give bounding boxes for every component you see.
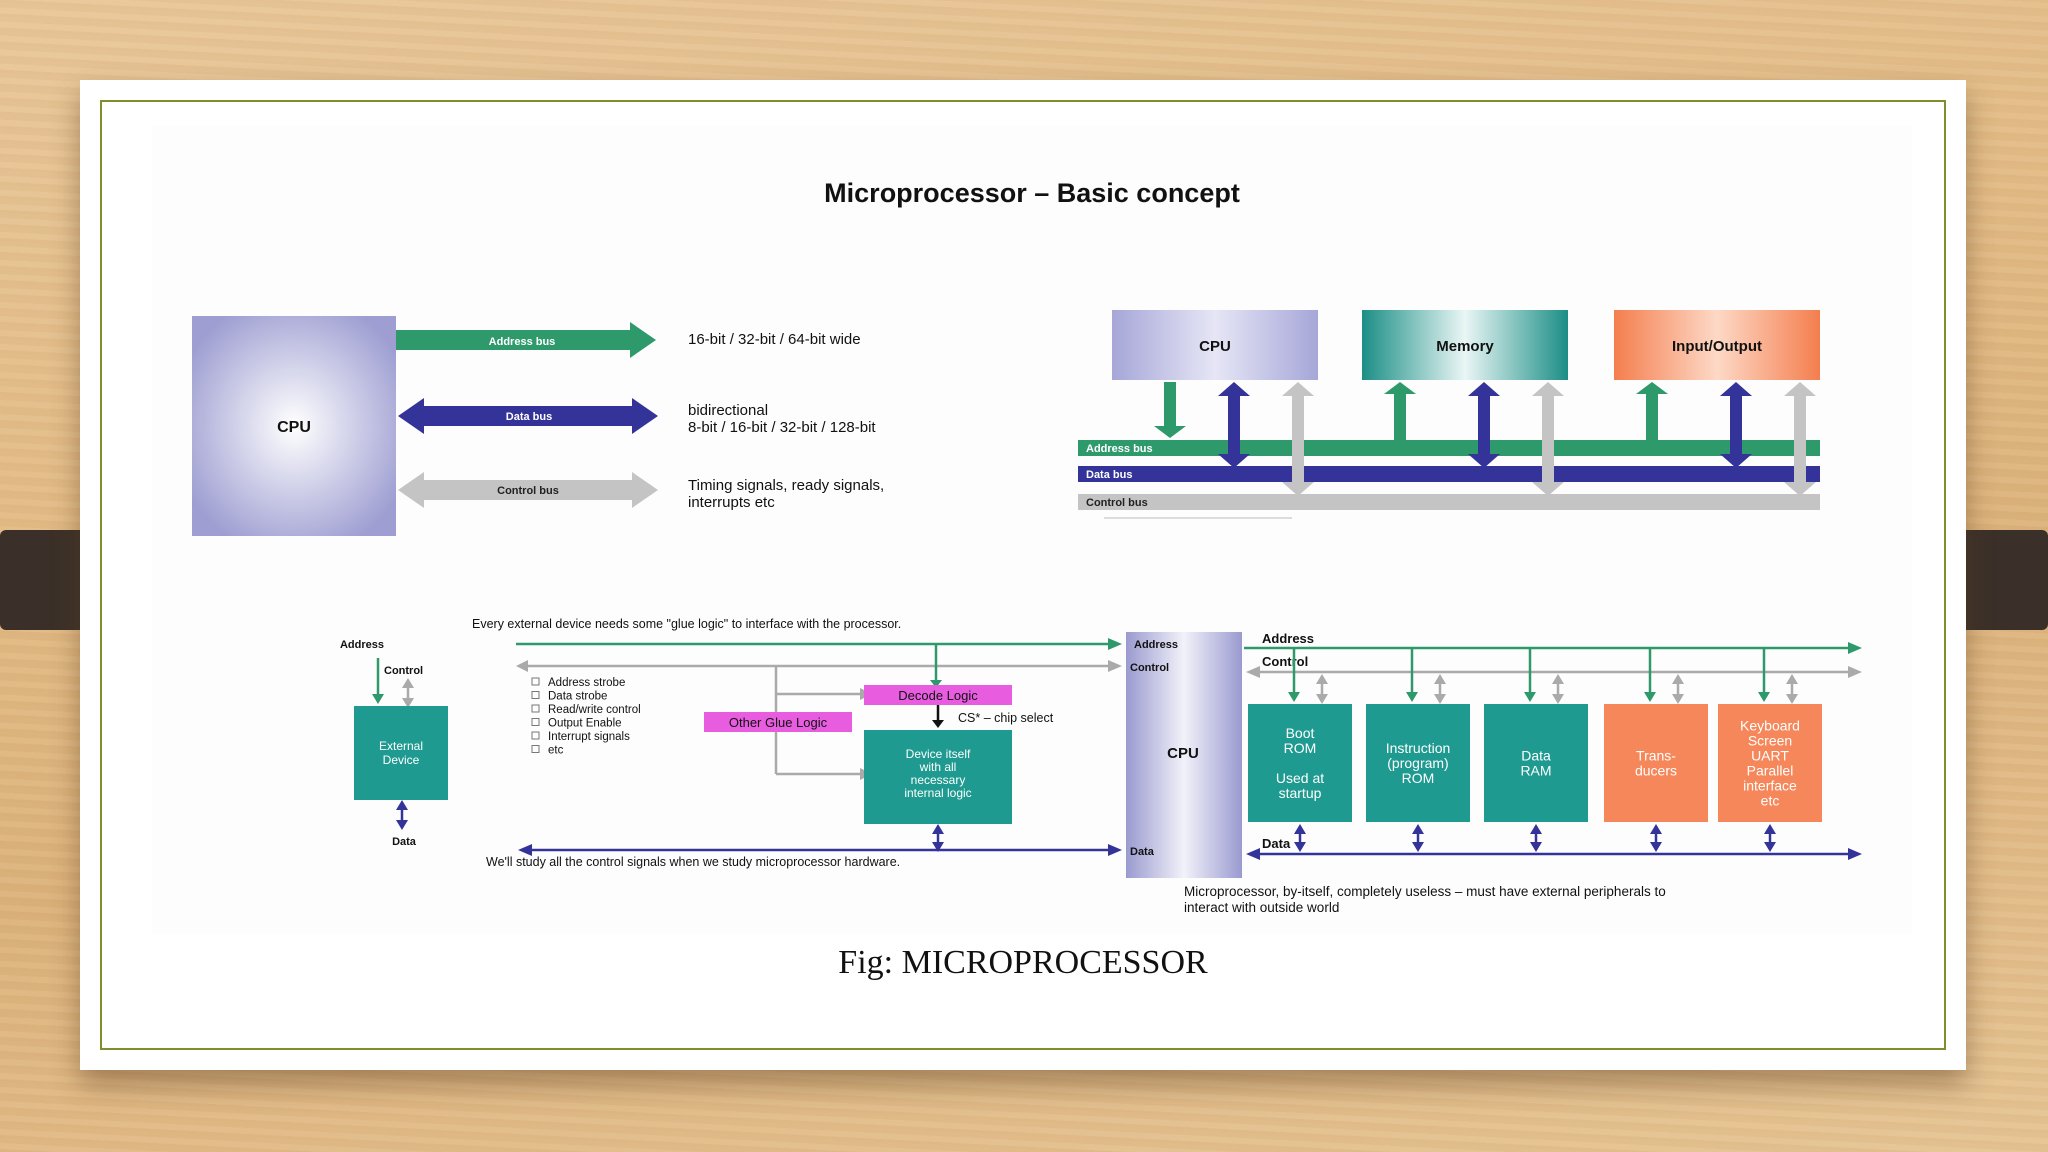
signal-checkbox bbox=[531, 731, 540, 740]
peripheral-label: Keyboard bbox=[1740, 718, 1800, 734]
address-bus-label: Address bus bbox=[489, 336, 556, 348]
peripheral-label: Boot bbox=[1286, 725, 1315, 741]
peripheral-label: RAM bbox=[1520, 763, 1551, 779]
bottom-cpu-label: CPU bbox=[1167, 745, 1199, 762]
sys-control-bus bbox=[1078, 494, 1820, 510]
ext-address-label: Address bbox=[340, 639, 384, 651]
signal-item: Address strobe bbox=[548, 677, 625, 689]
signal-checkbox bbox=[531, 704, 540, 713]
control-bus-desc-1: Timing signals, ready signals, bbox=[688, 477, 884, 494]
signal-item: Data strobe bbox=[548, 691, 607, 703]
figure-caption: Fig: MICROPROCESSOR bbox=[838, 944, 1208, 981]
sys-data-bus-label: Data bus bbox=[1086, 469, 1132, 481]
peripheral-block bbox=[1248, 704, 1352, 822]
diagram-title: Microprocessor – Basic concept bbox=[824, 178, 1240, 208]
other-glue-logic-label: Other Glue Logic bbox=[729, 715, 828, 730]
peripheral-label: (program) bbox=[1387, 755, 1448, 771]
peripheral-label: Trans- bbox=[1636, 748, 1676, 764]
sys-address-bus-label: Address bus bbox=[1086, 443, 1153, 455]
peripheral-block bbox=[1604, 704, 1708, 822]
external-device-block bbox=[354, 706, 448, 800]
memory-label: Memory bbox=[1436, 338, 1494, 355]
sys-data-bus bbox=[1078, 466, 1820, 482]
decode-logic-block bbox=[864, 685, 1012, 705]
io-label: Input/Output bbox=[1672, 338, 1762, 355]
signal-item: etc bbox=[548, 745, 564, 757]
peripheral-label: ducers bbox=[1635, 763, 1677, 779]
device-itself-block bbox=[864, 730, 1012, 824]
data-bus-label: Data bus bbox=[506, 411, 552, 423]
signal-item: Read/write control bbox=[548, 704, 641, 716]
peripheral-label: etc bbox=[1761, 793, 1780, 809]
peripheral-label: Parallel bbox=[1747, 763, 1794, 779]
other-glue-logic-block bbox=[704, 712, 852, 732]
ext-device-line-1: External bbox=[379, 739, 423, 753]
address-bus-arrow bbox=[396, 322, 656, 358]
bottom-cpu-control: Control bbox=[1130, 662, 1169, 674]
peripheral-label: Instruction bbox=[1386, 740, 1451, 756]
peripheral-label: startup bbox=[1279, 785, 1322, 801]
system-bus-diagram: CPU Memory Input/Output Address bus Data… bbox=[1078, 310, 1820, 519]
periph-note-1: Microprocessor, by-itself, completely us… bbox=[1184, 884, 1666, 899]
bottom-cpu-address: Address bbox=[1134, 639, 1178, 651]
glue-note-bottom: We'll study all the control signals when… bbox=[486, 855, 900, 869]
device-itself-line-3: necessary bbox=[911, 773, 966, 787]
signal-checkbox bbox=[531, 718, 540, 726]
peripheral-label: ROM bbox=[1402, 770, 1435, 786]
peripheral-block bbox=[1366, 704, 1470, 822]
diagram-image: Microprocessor – Basic concept CPU Addre… bbox=[152, 126, 1912, 934]
control-bus-desc-2: interrupts etc bbox=[688, 494, 775, 511]
device-itself-line-1: Device itself bbox=[906, 747, 971, 761]
chip-select-label: CS* – chip select bbox=[958, 711, 1054, 725]
peripheral-label: interface bbox=[1743, 778, 1797, 794]
signal-checkbox bbox=[531, 677, 540, 686]
data-bus-desc-2: 8-bit / 16-bit / 32-bit / 128-bit bbox=[688, 419, 876, 436]
decode-logic-label: Decode Logic bbox=[898, 688, 978, 703]
sys-control-bus-label: Control bus bbox=[1086, 497, 1148, 509]
peripheral-block bbox=[1718, 704, 1822, 822]
sys-cpu-label: CPU bbox=[1199, 338, 1231, 355]
signal-item: Output Enable bbox=[548, 718, 622, 730]
peripheral-label: Data bbox=[1521, 748, 1551, 764]
control-bus-arrow bbox=[398, 472, 658, 508]
signal-checkbox bbox=[531, 745, 540, 753]
periph-address-label: Address bbox=[1262, 631, 1314, 646]
control-bus-label: Control bus bbox=[497, 485, 559, 497]
peripheral-label: ROM bbox=[1284, 740, 1317, 756]
peripheral-label: Screen bbox=[1748, 733, 1792, 749]
bottom-cpu-block bbox=[1126, 632, 1242, 878]
cpu-block bbox=[192, 316, 396, 536]
ext-data-label: Data bbox=[392, 836, 417, 848]
bottom-cpu-data: Data bbox=[1130, 846, 1155, 858]
periph-control-label: Control bbox=[1262, 654, 1308, 669]
peripheral-label: UART bbox=[1751, 748, 1789, 764]
ext-control-label: Control bbox=[384, 665, 423, 677]
peripheral-label: Used at bbox=[1276, 770, 1324, 786]
sys-cpu-block bbox=[1112, 310, 1318, 380]
io-block bbox=[1614, 310, 1820, 380]
periph-data-label: Data bbox=[1262, 836, 1291, 851]
glue-note-top: Every external device needs some "glue l… bbox=[472, 617, 901, 631]
cpu-label: CPU bbox=[277, 419, 311, 436]
signal-item: Interrupt signals bbox=[548, 731, 630, 743]
device-itself-line-2: with all bbox=[919, 760, 957, 774]
glue-logic-diagram: Every external device needs some "glue l… bbox=[340, 617, 1242, 878]
device-itself-line-4: internal logic bbox=[904, 786, 971, 800]
slide-frame bbox=[100, 100, 1946, 1050]
data-bus-arrow bbox=[398, 398, 658, 434]
signal-checkbox bbox=[531, 691, 540, 699]
memory-block bbox=[1362, 310, 1568, 380]
sys-address-bus bbox=[1078, 440, 1820, 456]
bus-connectors bbox=[1154, 382, 1816, 496]
data-bus-desc-1: bidirectional bbox=[688, 402, 768, 419]
bus-overview: CPU Address bus 16-bit / 32-bit / 64-bit… bbox=[192, 316, 884, 536]
address-bus-desc: 16-bit / 32-bit / 64-bit wide bbox=[688, 331, 861, 348]
slide: Microprocessor – Basic concept CPU Addre… bbox=[80, 80, 1966, 1070]
periph-note-2: interact with outside world bbox=[1184, 900, 1339, 915]
peripheral-block bbox=[1484, 704, 1588, 822]
ext-device-line-2: Device bbox=[383, 753, 420, 767]
